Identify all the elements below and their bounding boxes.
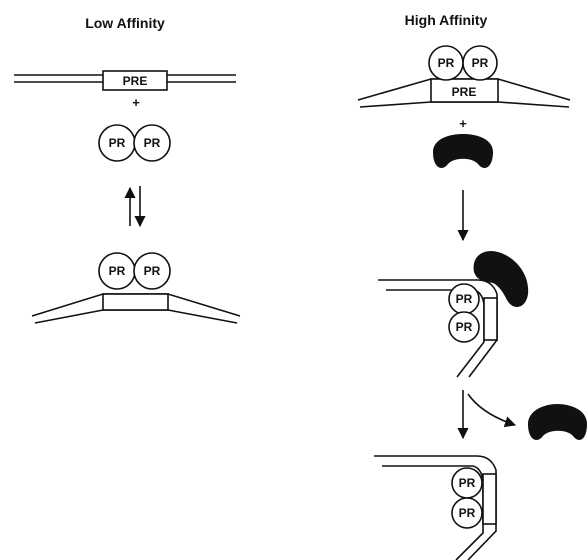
equilibrium-arrows xyxy=(130,186,140,226)
left-plus-sign: + xyxy=(132,95,140,110)
bending-protein-blob xyxy=(433,134,493,168)
right-final-complex: PR PR xyxy=(374,456,496,560)
left-free-pr-dimer: PR PR xyxy=(99,125,170,161)
left-bound-pre-box xyxy=(103,294,168,310)
right-final-pr-label-2: PR xyxy=(459,506,476,520)
right-pre-label: PRE xyxy=(452,85,477,99)
left-pre-label: PRE xyxy=(123,74,148,88)
right-final-pr-label-1: PR xyxy=(459,476,476,490)
right-pr-label-1: PR xyxy=(438,56,455,70)
right-bent-pr-label-1: PR xyxy=(456,292,473,306)
left-bound-pr-label-1: PR xyxy=(109,264,126,278)
right-plus-sign: + xyxy=(459,116,467,131)
left-free-pr-label-1: PR xyxy=(109,136,126,150)
left-straight-dna: PRE xyxy=(14,71,236,90)
high-affinity-panel: High Affinity PRE PR PR + PR PR xyxy=(358,12,587,560)
left-free-pr-label-2: PR xyxy=(144,136,161,150)
release-arrow xyxy=(468,394,515,425)
right-bent-pre-box xyxy=(484,298,497,340)
right-pr-label-2: PR xyxy=(472,56,489,70)
low-affinity-title: Low Affinity xyxy=(85,15,165,31)
released-bending-protein xyxy=(528,404,587,440)
right-final-pre-box xyxy=(483,474,496,524)
left-bound-pr-label-2: PR xyxy=(144,264,161,278)
right-bent-complex: PR PR xyxy=(378,251,528,377)
right-bent-pr-label-2: PR xyxy=(456,320,473,334)
low-affinity-panel: Low Affinity PRE + PR PR PR xyxy=(14,15,240,323)
right-pr-pre-complex: PRE PR PR xyxy=(358,46,570,107)
high-affinity-title: High Affinity xyxy=(405,12,488,28)
left-bound-complex: PR PR xyxy=(32,253,240,323)
